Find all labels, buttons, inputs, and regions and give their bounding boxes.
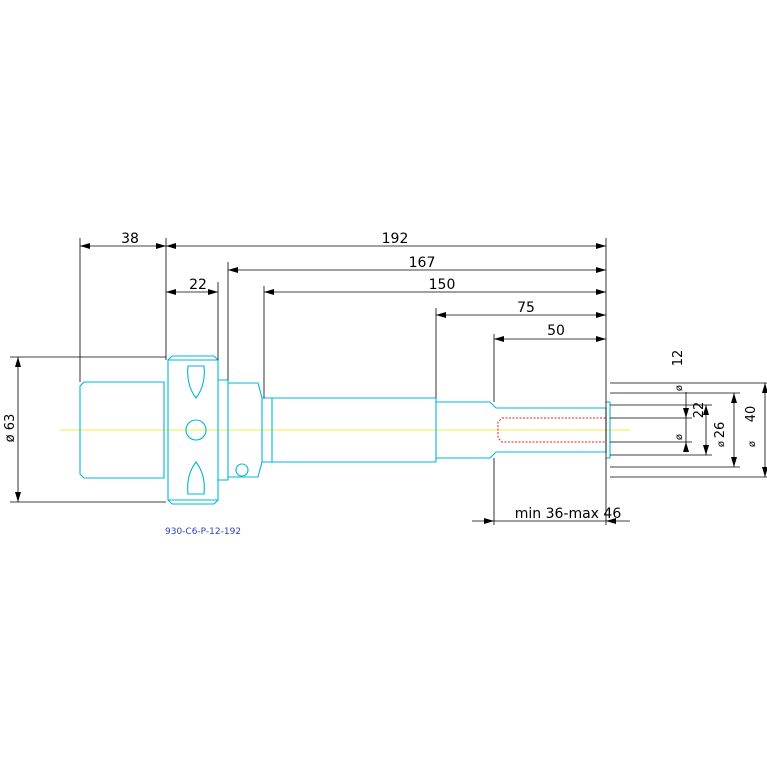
dia-40-symbol: ø — [747, 441, 758, 447]
clamp-range-label: min 36-max 46 — [515, 506, 622, 522]
dia-22-label: 22 — [692, 402, 707, 419]
part-number: 930-C6-P-12-192 — [165, 527, 241, 537]
dim-22-label: 22 — [189, 277, 207, 293]
dim-38-label: 38 — [121, 231, 139, 247]
dim-192-label: 192 — [382, 231, 409, 247]
extension-lines — [10, 238, 767, 525]
dia-26-symbol: ø — [716, 441, 727, 447]
dia-12-symbol: ø — [674, 385, 685, 391]
dim-167-label: 167 — [409, 255, 436, 271]
dim-75-label: 75 — [517, 300, 535, 316]
dimension-lines — [15, 243, 767, 524]
dim-150-label: 150 — [429, 277, 456, 293]
bore-outline — [497, 417, 607, 443]
dia-12-label: 12 — [671, 350, 686, 367]
dim-50-label: 50 — [547, 323, 565, 339]
dia-22-symbol: ø — [674, 434, 685, 440]
dia-63-label: ø 63 — [3, 414, 18, 443]
dia-26-label: 26 — [713, 422, 728, 439]
dia-40-label: 40 — [744, 406, 759, 423]
